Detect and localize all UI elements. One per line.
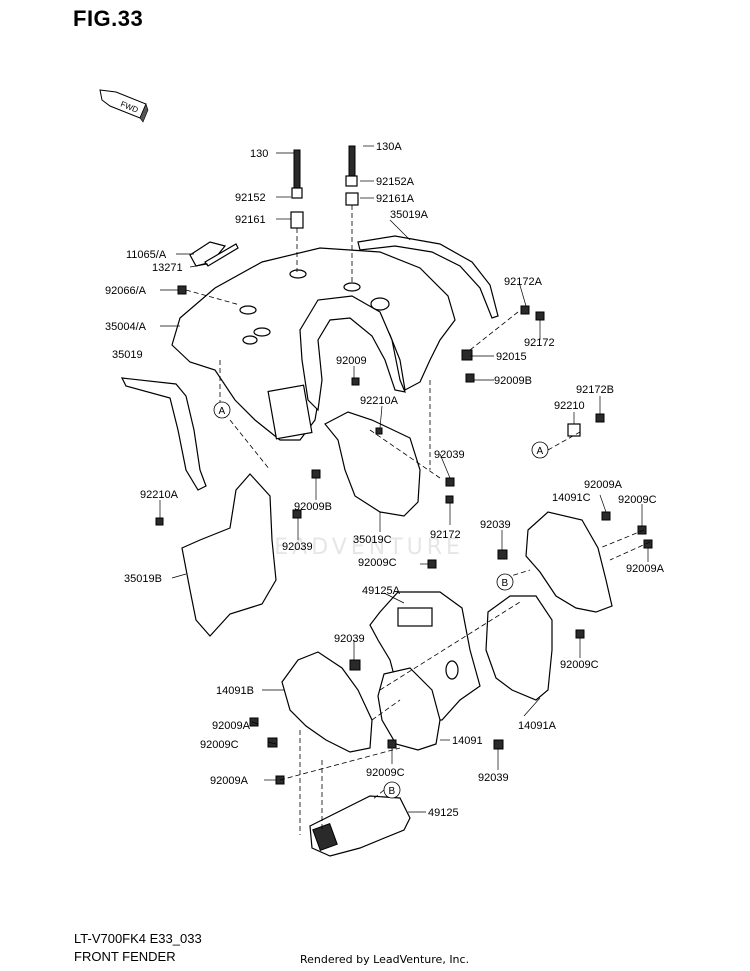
label-92015: 92015 (496, 351, 527, 363)
label-14091b: 14091B (216, 685, 254, 697)
label-35019: 35019 (112, 349, 143, 361)
label-92172: 92172 (524, 337, 555, 349)
trim-35019a (357, 235, 499, 319)
flap-35019c (324, 411, 421, 517)
label-92172a: 92172A (504, 276, 543, 288)
panel-14091a (485, 595, 553, 701)
figure-title: FIG.33 (73, 6, 144, 31)
panel-14091b (281, 651, 373, 753)
label-92161a: 92161A (376, 193, 415, 205)
watermark: LEADVENTURE (258, 535, 464, 560)
label-92066a: 92066/A (105, 285, 147, 297)
label-35019b: 35019B (124, 573, 162, 585)
ref-mark-a-1-label: A (219, 406, 226, 417)
label-35004a: 35004/A (105, 321, 147, 333)
panel-14091 (377, 667, 441, 751)
label-130: 130 (250, 148, 268, 160)
label-92009: 92009 (336, 355, 367, 367)
ref-mark-b-1-label: B (502, 578, 509, 589)
label-49125: 49125 (428, 807, 459, 819)
label-92210a-left: 92210A (140, 489, 179, 501)
label-35019c: 35019C (353, 534, 392, 546)
label-92210: 92210 (554, 400, 585, 412)
label-14091a: 14091A (518, 720, 557, 732)
label-130a: 130A (376, 141, 402, 153)
label-92009c-mid-right: 92009C (560, 659, 599, 671)
label-92210a-center: 92210A (360, 395, 399, 407)
ref-mark-b-2: B (383, 781, 401, 799)
figure-name: FRONT FENDER (74, 949, 176, 964)
model-code: LT-V700FK4 E33_033 (74, 931, 202, 946)
label-92039-left: 92039 (282, 541, 313, 553)
trim-35019 (120, 377, 207, 491)
label-92039-right: 92039 (480, 519, 511, 531)
label-92161: 92161 (235, 214, 266, 226)
fwd-arrow-icon: FWD (99, 89, 149, 123)
label-92039-mid-left: 92039 (334, 633, 365, 645)
label-11065a: 11065/A (126, 249, 167, 261)
label-35019a: 35019A (390, 209, 429, 221)
label-92009c-left: 92009C (200, 739, 239, 751)
label-92009b-left: 92009B (294, 501, 332, 513)
label-92039-center: 92039 (434, 449, 465, 461)
label-92152a: 92152A (376, 176, 415, 188)
label-49125a: 49125A (362, 585, 401, 597)
label-92172b: 92172B (576, 384, 614, 396)
ref-mark-b-1: B (496, 573, 514, 591)
label-92152: 92152 (235, 192, 266, 204)
fasteners (155, 145, 653, 785)
alignment-lines (185, 205, 651, 835)
label-92009a-left: 92009A (212, 720, 251, 732)
label-14091c: 14091C (552, 492, 591, 504)
label-13271: 13271 (152, 262, 183, 274)
ref-mark-a-1: A (213, 401, 231, 419)
ref-mark-b-2-label: B (389, 786, 396, 797)
ref-mark-a-2: A (531, 441, 549, 459)
label-92172-center: 92172 (430, 529, 461, 541)
label-92009c-bottom: 92009C (366, 767, 405, 779)
label-92009c-top-right: 92009C (618, 494, 657, 506)
ref-mark-a-2-label: A (537, 446, 544, 457)
guard-slot (397, 607, 433, 627)
rendered-by-credit: Rendered by LeadVenture, Inc. (300, 953, 470, 966)
part-labels: 130 130A 92152 92152A 92161 92161A 35019… (105, 141, 665, 819)
label-92009a-right: 92009A (626, 563, 665, 575)
panel-14091c (525, 511, 613, 613)
strap-13271 (204, 243, 239, 267)
label-92009a-bottom-left: 92009A (210, 775, 249, 787)
label-92009a-top-right: 92009A (584, 479, 623, 491)
front-fender-body (171, 247, 456, 441)
label-92009b-right: 92009B (494, 375, 532, 387)
label-92039-bottom: 92039 (478, 772, 509, 784)
leader-lines (159, 145, 649, 813)
label-14091: 14091 (452, 735, 483, 747)
flap-35019b (181, 473, 277, 637)
label-92009c-center: 92009C (358, 557, 397, 569)
